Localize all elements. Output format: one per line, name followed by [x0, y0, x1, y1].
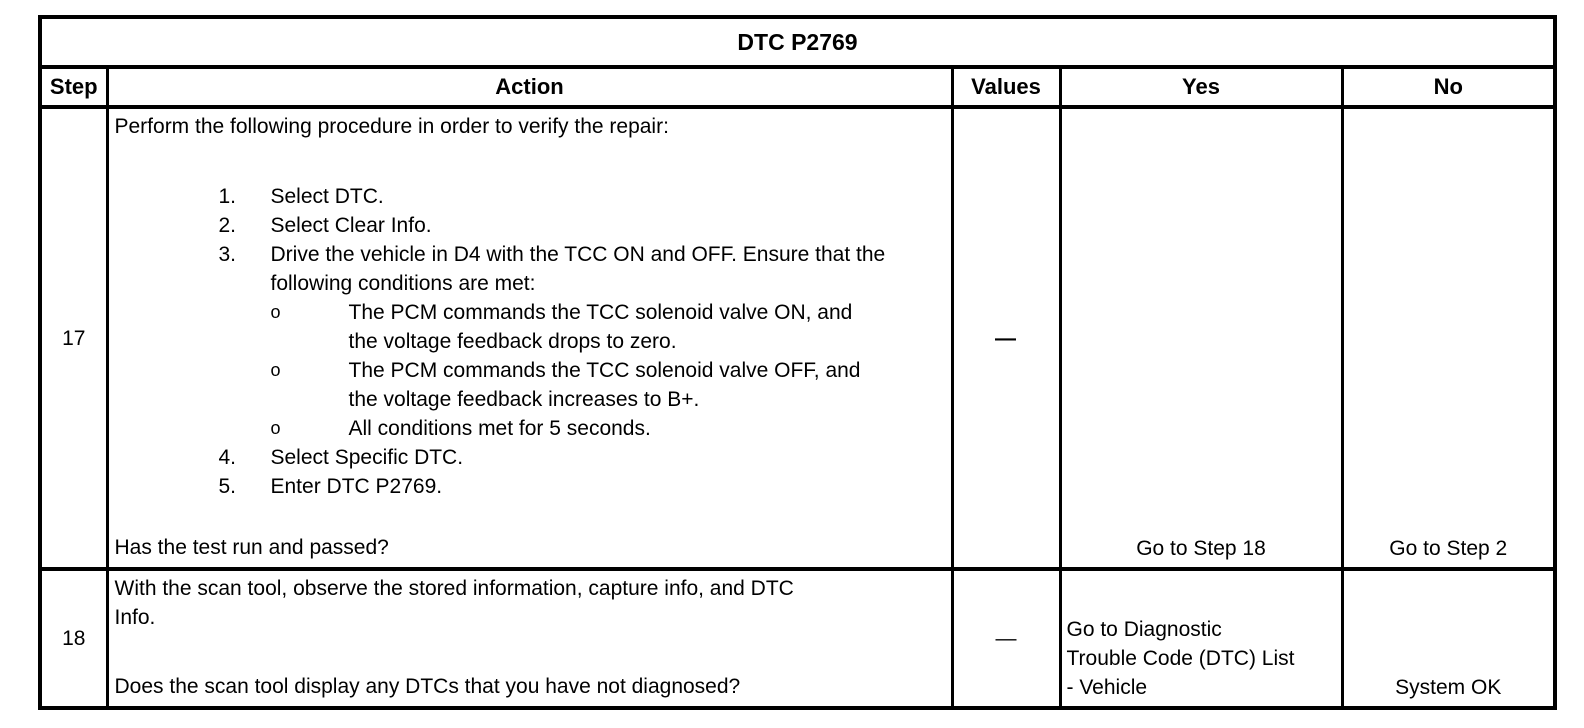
sub-list-item-text: All conditions met for 5 seconds.: [348, 417, 651, 440]
page: DTC P2769 Step Action Values Yes No 17 P…: [38, 15, 1558, 710]
table-row-step-18: 18 With the scan tool, observe the store…: [38, 567, 1557, 710]
list-item: 1. Select DTC.: [219, 182, 947, 211]
list-item-text: Select DTC.: [270, 185, 384, 208]
table-header-row: Step Action Values Yes No: [38, 65, 1557, 109]
column-header-action: Action: [105, 65, 954, 109]
table-title-row: DTC P2769: [38, 15, 1557, 69]
no-cell-step-17: Go to Step 2: [1340, 105, 1557, 571]
column-header-step: Step: [38, 65, 109, 109]
column-header-values: Values: [950, 65, 1062, 109]
list-item: 5. Enter DTC P2769.: [219, 472, 947, 501]
sub-list-item-text: The PCM commands the TCC solenoid valve …: [348, 359, 861, 411]
list-item-number: 5.: [218, 475, 237, 498]
list-item: 3. Drive the vehicle in D4 with the TCC …: [219, 240, 947, 298]
procedure-intro: With the scan tool, observe the stored i…: [114, 577, 794, 629]
list-item-text: Enter DTC P2769.: [270, 475, 443, 498]
em-dash: —: [995, 326, 1017, 350]
list-item-text: Drive the vehicle in D4 with the TCC ON …: [270, 243, 886, 295]
step-number: 18: [38, 567, 109, 710]
action-content: Perform the following procedure in order…: [115, 112, 947, 562]
list-item-text: Select Clear Info.: [270, 214, 432, 237]
list-item: 2. Select Clear Info.: [219, 211, 947, 240]
no-cell-step-18: System OK: [1340, 567, 1557, 710]
list-item-number: 4.: [218, 446, 237, 469]
step-number: 17: [38, 105, 109, 571]
column-header-yes: Yes: [1058, 65, 1344, 109]
numbered-list: 1. Select DTC. 2. Select Clear Info. 3. …: [115, 182, 947, 501]
yes-cell-step-18: Go to Diagnostic Trouble Code (DTC) List…: [1058, 567, 1344, 710]
em-dash: —: [995, 627, 1017, 650]
table-title: DTC P2769: [38, 15, 1557, 69]
sub-list-item: o The PCM commands the TCC solenoid valv…: [271, 356, 947, 414]
action-cell-step-17: Perform the following procedure in order…: [105, 105, 954, 571]
yes-cell-step-17: Go to Step 18: [1058, 105, 1344, 571]
table-row-step-17: 17 Perform the following procedure in or…: [38, 105, 1557, 571]
values-cell-step-17: —: [950, 105, 1062, 571]
column-header-no: No: [1340, 65, 1557, 109]
list-item-number: 2.: [218, 214, 237, 237]
dtc-procedure-table: DTC P2769 Step Action Values Yes No 17 P…: [38, 15, 1558, 710]
procedure-intro: Perform the following procedure in order…: [114, 115, 669, 138]
circle-bullet-icon: o: [270, 302, 281, 322]
list-item-number: 1.: [218, 185, 237, 208]
list-item-number: 3.: [218, 243, 237, 266]
sub-list-item-text: The PCM commands the TCC solenoid valve …: [348, 301, 853, 353]
values-cell-step-18: —: [950, 567, 1062, 710]
verification-question: Has the test run and passed?: [114, 536, 389, 559]
action-cell-step-18: With the scan tool, observe the stored i…: [105, 567, 954, 710]
action-content: With the scan tool, observe the stored i…: [115, 574, 947, 701]
list-item: 4. Select Specific DTC.: [219, 443, 947, 472]
sub-list-item: o The PCM commands the TCC solenoid valv…: [271, 298, 947, 356]
circle-bullet-icon: o: [270, 360, 281, 380]
list-item-text: Select Specific DTC.: [270, 446, 464, 469]
circle-bullet-icon: o: [270, 418, 281, 438]
sub-list-item: o All conditions met for 5 seconds.: [271, 414, 947, 443]
verification-question: Does the scan tool display any DTCs that…: [114, 675, 741, 698]
